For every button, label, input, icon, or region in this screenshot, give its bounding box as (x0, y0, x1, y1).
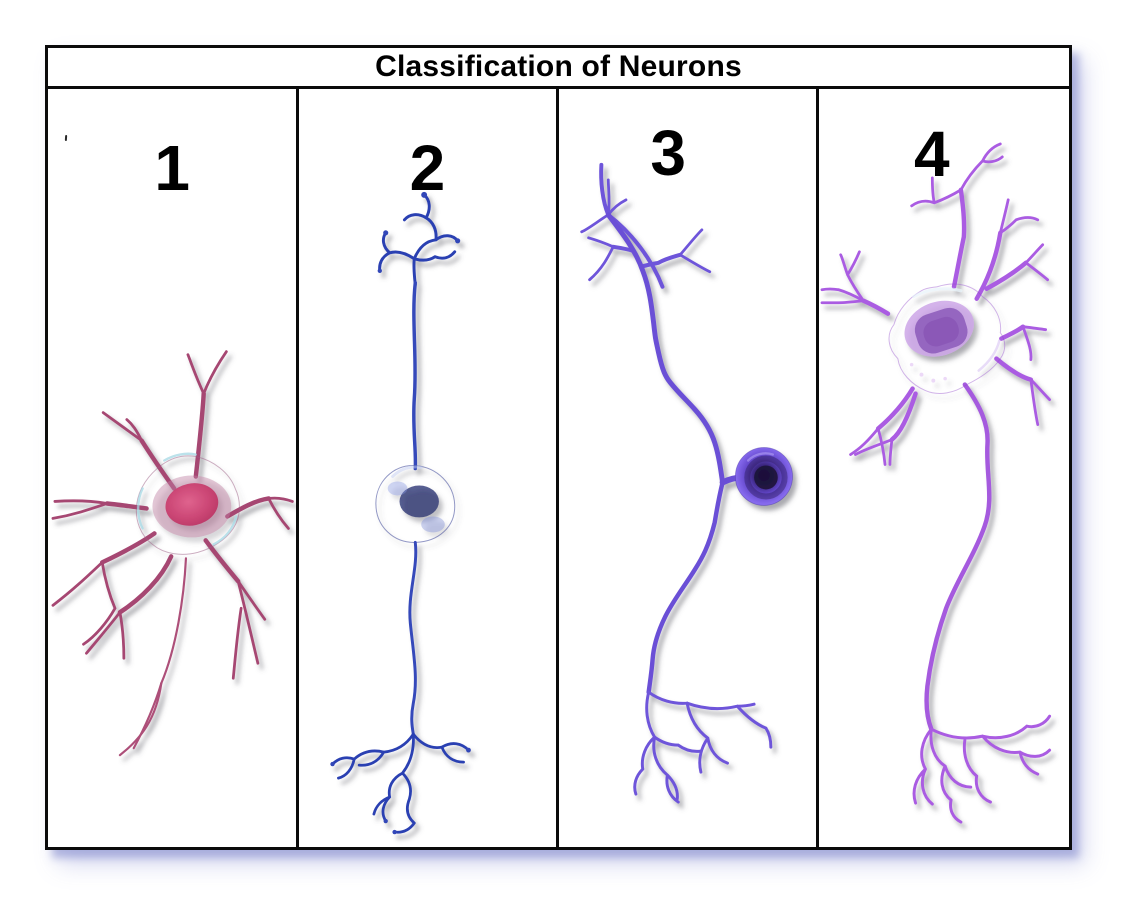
panel-3-number: 3 (650, 117, 686, 189)
panel-1-number: 1 (154, 132, 190, 204)
bipolar-neuron-icon (330, 191, 472, 835)
panel-2-number: 2 (409, 132, 446, 204)
figure-title: Classification of Neurons (48, 48, 1069, 89)
panel-1: 1 (48, 89, 296, 849)
panel-3: 3 (555, 89, 816, 849)
panel-4: 4 (815, 89, 1069, 849)
panels-row: 1 (48, 89, 1069, 849)
classification-table: Classification of Neurons 1 (45, 45, 1072, 850)
multipolar-neuron-icon (51, 350, 294, 757)
unipolar-neuron-icon (579, 162, 793, 804)
multipolar-neuron-long-axon-icon (820, 142, 1051, 824)
panel-2: 2 (296, 89, 555, 849)
panel-4-number: 4 (914, 118, 950, 190)
